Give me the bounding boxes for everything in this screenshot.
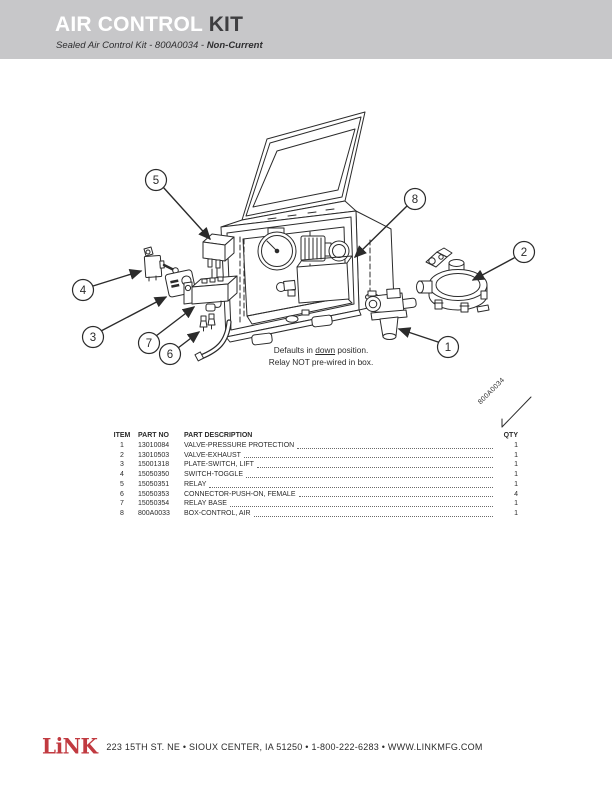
footer-address: 223 15TH ST. NE • SIOUX CENTER, IA 51250…	[106, 742, 483, 752]
relay-base-drawing	[183, 275, 238, 312]
page-title-accent: KIT	[208, 13, 244, 36]
callout-3: 3	[81, 325, 105, 349]
header-band	[0, 0, 612, 59]
toggle-switch-drawing	[143, 246, 179, 282]
callout-5: 5	[144, 168, 168, 192]
callout-balloons: 5 8 2 4 3	[71, 168, 536, 366]
dot-leader	[297, 447, 493, 449]
callout-6: 6	[158, 342, 182, 366]
header-part-no: PART NO	[138, 432, 169, 439]
svg-text:8: 8	[412, 194, 418, 206]
page-subtitle-prefix: Sealed Air Control Kit - 800A0034 -	[56, 40, 207, 51]
dot-leader	[243, 457, 493, 459]
exhaust-valve-drawing	[416, 247, 490, 313]
svg-text:5: 5	[153, 175, 159, 187]
svg-text:3: 3	[90, 332, 96, 344]
footer: LiNK 223 15TH ST. NE • SIOUX CENTER, IA …	[42, 733, 483, 759]
svg-text:4: 4	[80, 285, 87, 297]
diagram-note: Defaults in down position. Relay NOT pre…	[238, 345, 404, 368]
header-description: PART DESCRIPTION	[184, 432, 253, 439]
kit-label-leader-line	[501, 396, 532, 428]
underlined-word: down	[315, 345, 336, 355]
svg-text:1: 1	[445, 342, 451, 354]
header-qty: QTY	[503, 432, 518, 439]
table-row: 5 15050351 RELAY 1	[120, 480, 518, 488]
dot-leader	[245, 476, 493, 478]
dot-leader	[298, 496, 493, 498]
page-title-main: AIR CONTROL	[55, 13, 209, 36]
diagram-note-line1: Defaults in down position.	[273, 345, 369, 355]
regulator-knob-drawing	[300, 235, 350, 262]
dot-leader	[209, 486, 493, 488]
table-row: 8 800A0033 BOX-CONTROL, AIR 1	[120, 509, 518, 517]
connectors-drawing	[199, 313, 216, 332]
table-row: 1 13010084 VALVE-PRESSURE PROTECTION 1	[120, 442, 518, 449]
pressure-gauge-drawing	[257, 227, 297, 271]
table-row: 2 13010503 VALVE-EXHAUST 1	[120, 451, 518, 459]
callout-1: 1	[436, 335, 460, 359]
callout-4: 4	[71, 278, 95, 302]
table-row: 4 15050350 SWITCH-TOGGLE 1	[120, 471, 518, 479]
dot-leader	[253, 515, 493, 517]
header-item: ITEM	[113, 432, 131, 439]
air-hose-drawing	[194, 319, 232, 362]
pressure-protection-valve-drawing	[365, 288, 408, 340]
diagram-note-line2: Relay NOT pre-wired in box.	[268, 356, 374, 367]
svg-text:2: 2	[521, 247, 527, 259]
callout-2: 2	[512, 240, 536, 264]
callout-8: 8	[403, 187, 427, 211]
page-title: AIR CONTROL KIT	[55, 13, 243, 37]
dot-leader	[256, 467, 493, 469]
page-subtitle: Sealed Air Control Kit - 800A0034 - Non-…	[56, 40, 263, 51]
callout-7: 7	[137, 331, 161, 355]
dot-leader	[229, 505, 493, 507]
parts-table: ITEM PART NO PART DESCRIPTION QTY 1 1301…	[106, 431, 518, 519]
svg-text:6: 6	[167, 349, 173, 361]
callout-arrows	[92, 186, 515, 349]
svg-text:7: 7	[146, 338, 152, 350]
link-logo: LiNK	[42, 733, 98, 759]
page-subtitle-status: Non-Current	[206, 40, 263, 51]
table-row: 6 15050353 CONNECTOR-PUSH-ON, FEMALE 4	[120, 490, 518, 498]
exploded-view-diagram: 5 8 2 4 3	[71, 111, 536, 428]
table-row: 3 15001318 PLATE-SWITCH, LIFT 1	[120, 461, 518, 469]
parts-table-header: ITEM PART NO PART DESCRIPTION QTY	[106, 431, 518, 441]
table-row: 7 15050354 RELAY BASE 1	[120, 500, 518, 508]
